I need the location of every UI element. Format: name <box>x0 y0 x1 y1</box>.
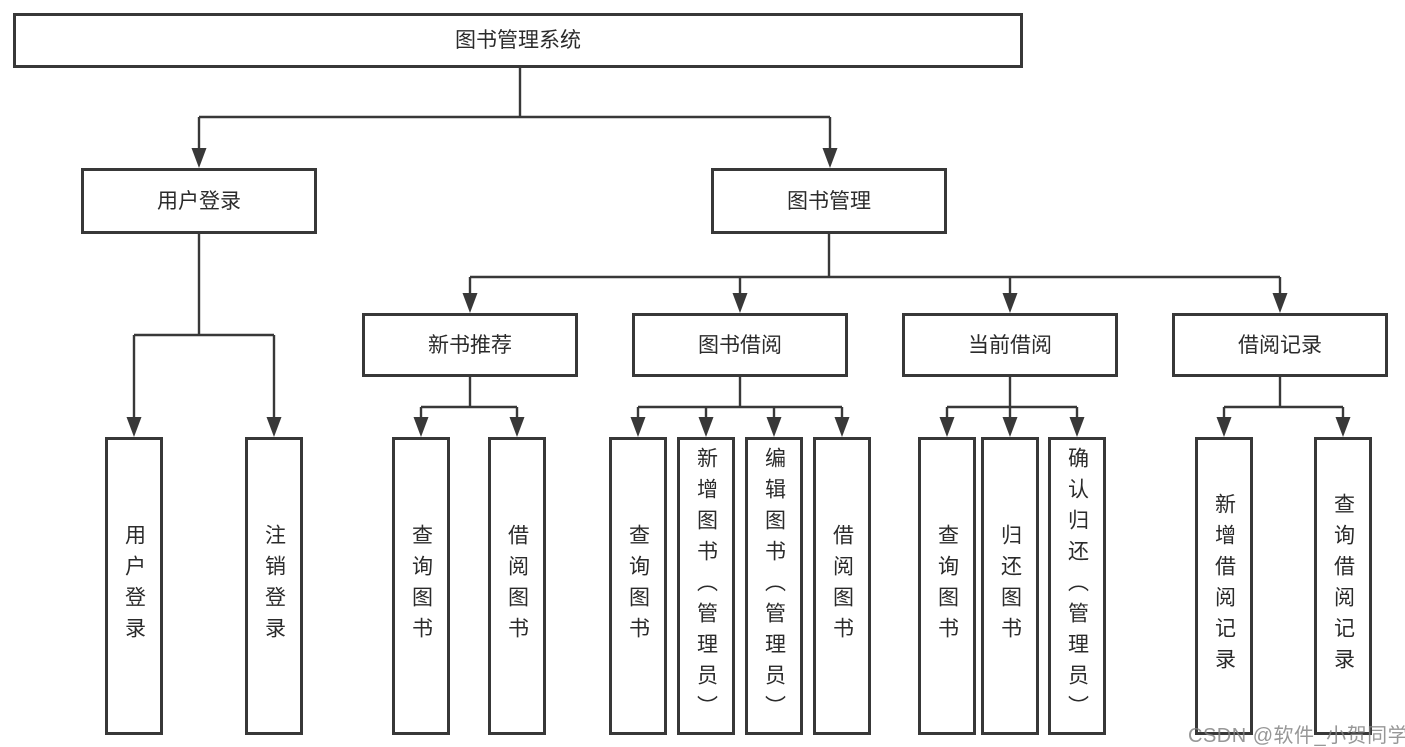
leaf-borrow-book-1: 借阅图书 <box>488 437 546 735</box>
leaf-query-book-3: 查询图书 <box>918 437 976 735</box>
node-new-book-recommend: 新书推荐 <box>362 313 578 377</box>
node-borrow-records: 借阅记录 <box>1172 313 1388 377</box>
leaf-query-borrow-record: 查询借阅记录 <box>1314 437 1372 735</box>
leaf-borrow-book-2: 借阅图书 <box>813 437 871 735</box>
leaf-edit-book-admin: 编辑图书（管理员） <box>745 437 803 735</box>
node-book-borrowing: 图书借阅 <box>632 313 848 377</box>
leaf-confirm-return-admin: 确认归还（管理员） <box>1048 437 1106 735</box>
node-book-management: 图书管理 <box>711 168 947 234</box>
node-current-borrowing: 当前借阅 <box>902 313 1118 377</box>
leaf-return-book: 归还图书 <box>981 437 1039 735</box>
leaf-logout: 注销登录 <box>245 437 303 735</box>
leaf-add-book-admin: 新增图书（管理员） <box>677 437 735 735</box>
leaf-query-book-2: 查询图书 <box>609 437 667 735</box>
leaf-user-login: 用户登录 <box>105 437 163 735</box>
leaf-add-borrow-record: 新增借阅记录 <box>1195 437 1253 735</box>
csdn-watermark: CSDN @软件_小贺同学 <box>1188 725 1405 747</box>
node-user-login: 用户登录 <box>81 168 317 234</box>
node-library-system: 图书管理系统 <box>13 13 1023 68</box>
leaf-query-book-1: 查询图书 <box>392 437 450 735</box>
